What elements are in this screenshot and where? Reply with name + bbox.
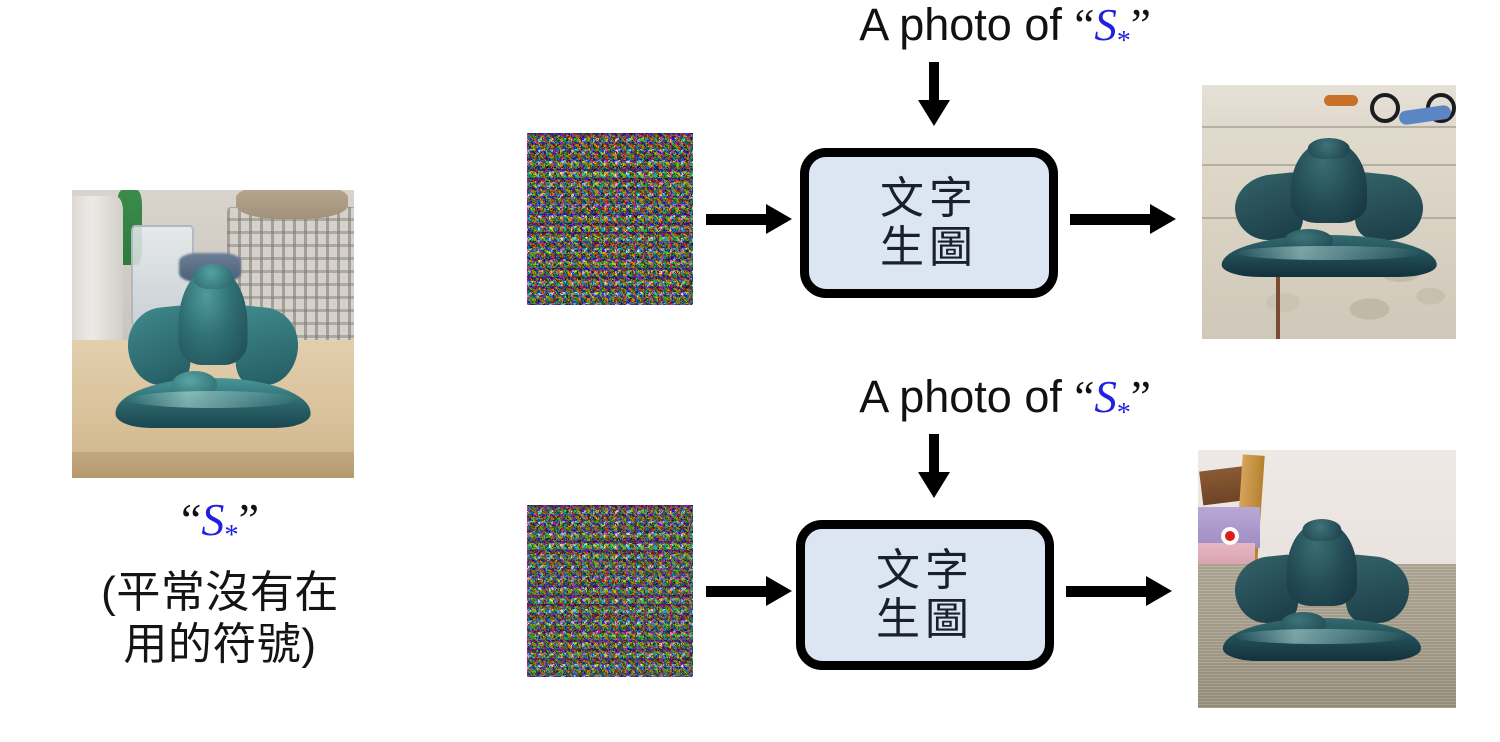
reference-note: (平常沒有在 用的符號) (60, 567, 380, 671)
generated-sculpture-row-2 (1219, 519, 1425, 666)
prompt-open-quote-row-1: “ (1074, 0, 1095, 50)
model-label-line-2-row-2: 生圖 (876, 595, 974, 644)
reference-sculpture (111, 264, 314, 435)
model-label-line-2-row-1: 生圖 (880, 223, 978, 272)
red-dot-marker-icon (1221, 527, 1240, 546)
arrow-down-icon-row-1 (918, 62, 950, 126)
prompt-close-quote-row-2: ” (1130, 372, 1151, 422)
reference-photo-basket (227, 207, 354, 352)
prompt-text-row-1: A photo of “S*” (745, 2, 1265, 55)
generated-photo-1-ring-left (1369, 92, 1400, 123)
model-label-line-1-row-1: 文字 (880, 173, 978, 223)
arrow-right-icon-output-row-2 (1066, 576, 1176, 606)
reference-photo (72, 190, 354, 478)
generated-photo-1-stick (1275, 267, 1280, 339)
prompt-close-quote-row-1: ” (1130, 0, 1151, 50)
prompt-prefix-row-2: A photo of (859, 371, 1075, 422)
text-to-image-model-row-1: 文字 生圖 (800, 148, 1058, 298)
reference-photo-table-edge (72, 452, 354, 478)
noise-input-row-1 (527, 133, 693, 305)
noise-input-row-2 (527, 505, 693, 677)
reference-token-subscript: * (224, 520, 239, 552)
reference-token-close-quote: ” (238, 494, 260, 545)
reference-token-symbol: S* (201, 494, 238, 550)
model-label-line-1-row-2: 文字 (876, 545, 974, 595)
prompt-token-letter-row-1: S (1094, 0, 1117, 50)
prompt-token-letter-row-2: S (1094, 372, 1117, 422)
reference-token-open-quote: “ (180, 494, 202, 545)
arrow-down-icon-row-2 (918, 434, 950, 498)
reference-photo-utensils (235, 190, 349, 219)
pipeline-row-1: A photo of “S*” 文字 生圖 (500, 0, 1500, 340)
generated-photo-row-1 (1202, 85, 1456, 339)
prompt-token-row-1: S* (1094, 0, 1130, 55)
prompt-text-row-2: A photo of “S*” (745, 374, 1265, 427)
prompt-token-subscript-row-1: * (1116, 24, 1131, 56)
prompt-open-quote-row-2: “ (1074, 372, 1095, 422)
text-to-image-model-row-2: 文字 生圖 (796, 520, 1054, 670)
arrow-right-icon-input-row-2 (706, 576, 792, 606)
reference-token-letter: S (201, 494, 225, 545)
reference-token-caption: “S*” (60, 496, 380, 551)
reference-note-line-2: 用的符號) (123, 619, 317, 669)
reference-note-line-1: (平常沒有在 (101, 567, 339, 617)
prompt-token-subscript-row-2: * (1116, 396, 1131, 428)
reference-concept-panel: “S*” (平常沒有在 用的符號) (60, 190, 380, 670)
generated-sculpture-row-1 (1217, 138, 1441, 283)
prompt-token-row-2: S* (1094, 372, 1130, 427)
generated-photo-1-orange-object (1323, 95, 1358, 107)
generated-photo-row-2 (1198, 450, 1456, 708)
prompt-prefix-row-1: A photo of (859, 0, 1075, 50)
arrow-right-icon-input-row-1 (706, 204, 792, 234)
pipeline-row-2: A photo of “S*” 文字 生圖 (500, 372, 1500, 712)
arrow-right-icon-output-row-1 (1070, 204, 1180, 234)
